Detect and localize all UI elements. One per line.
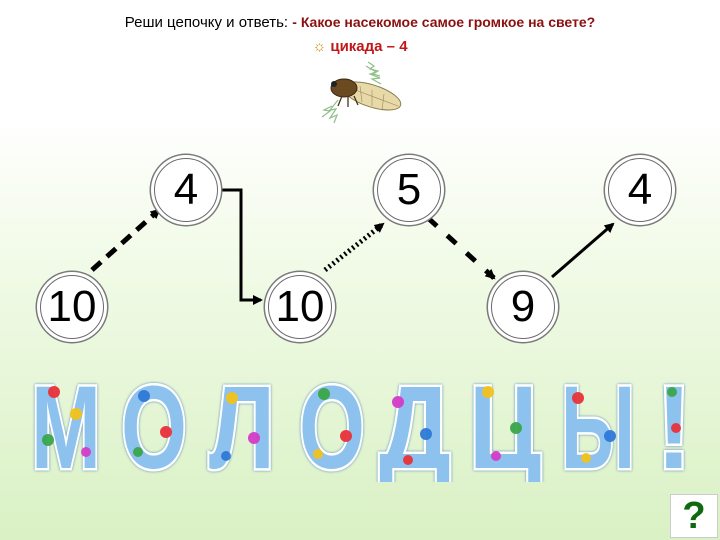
chain-number-2: 4	[154, 158, 218, 222]
sun-icon: ☼	[312, 38, 327, 55]
molodtsy-banner: М О Л О Д Ц Ы !	[29, 360, 695, 483]
chain-number-3: 10	[268, 275, 332, 339]
answer-line: ☼ цикада – 4	[0, 38, 720, 55]
banner-letter-5: Д	[379, 362, 451, 482]
chain-number-1: 10	[40, 275, 104, 339]
banner-letter-3: Л	[209, 362, 275, 482]
chain-number-6: 4	[608, 158, 672, 222]
chain-number-5: 9	[491, 275, 555, 339]
arrow-10-to-5	[323, 222, 385, 272]
help-button[interactable]: ?	[670, 494, 718, 538]
answer-text: цикада – 4	[330, 38, 408, 55]
cicada-icon	[321, 61, 402, 124]
balloon-dots	[42, 386, 681, 465]
arrow-10-to-4	[90, 208, 161, 272]
arrow-5-to-9	[426, 216, 496, 280]
header-text: Реши цепочку и ответь: - Какое насекомое…	[0, 14, 720, 31]
arrow-9-to-4	[551, 222, 615, 279]
banner-letter-1: М	[31, 362, 101, 482]
header-question: - Какое насекомое самое громкое на свете…	[292, 14, 596, 30]
arrow-4-to-10	[214, 188, 263, 305]
banner-letter-2: О	[121, 362, 187, 482]
banner-letter-8: !	[656, 362, 692, 482]
chain-number-4: 5	[377, 158, 441, 222]
banner-letter-4: О	[299, 362, 365, 482]
banner-letter-6: Ц	[469, 362, 541, 482]
header-prompt: Реши цепочку и ответь:	[124, 14, 289, 31]
banner-letter-7: Ы	[561, 362, 635, 482]
